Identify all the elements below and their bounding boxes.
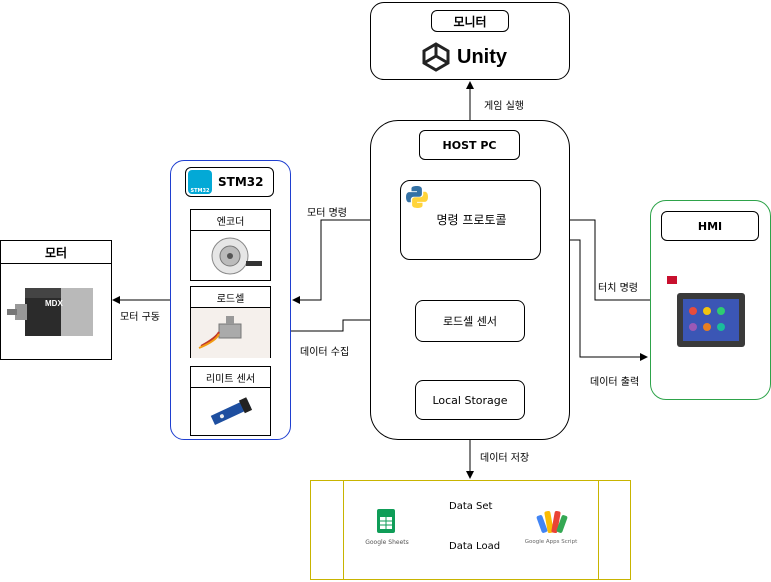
- monitor-node: 모니터 Unity: [370, 2, 570, 80]
- local-storage-node: Local Storage: [415, 380, 525, 420]
- label-game-run: 게임 실행: [484, 101, 524, 112]
- apps-script-icon: [536, 510, 568, 534]
- label-data-load: Data Load: [449, 541, 501, 552]
- label-motor-drive: 모터 구동: [120, 312, 160, 323]
- apps-script-logo: Google Apps Script: [521, 509, 581, 549]
- loadcell-node: 로드셀: [190, 286, 271, 358]
- unity-cube-icon: [422, 42, 450, 72]
- stm32-node: STM32 STM32 엔코더 로드셀 리미트 센서: [170, 160, 291, 440]
- host-pc-title: HOST PC: [419, 130, 520, 160]
- motor-node: 모터 MDX: [0, 240, 112, 360]
- label-data-collect: 데이터 수집: [300, 347, 350, 358]
- panel-right-divider: [598, 481, 599, 579]
- command-protocol-node: 명령 프로토콜: [400, 180, 541, 260]
- motor-title: 모터: [1, 241, 111, 264]
- motor-image: MDX: [7, 288, 93, 336]
- loadcell-sensor-node: 로드셀 센서: [415, 300, 525, 342]
- stm32-chip-icon: STM32: [188, 170, 212, 194]
- label-touch-command: 터치 명령: [598, 283, 638, 294]
- google-sheets-logo: Google Sheets: [361, 509, 413, 549]
- loadcell-image: [191, 308, 270, 358]
- label-data-set: Data Set: [449, 501, 493, 512]
- panel-left-divider: [343, 481, 344, 579]
- hmi-node: HMI: [650, 200, 771, 400]
- limit-sensor-label: 리미트 센서: [191, 367, 270, 388]
- google-sheets-label: Google Sheets: [365, 539, 409, 546]
- label-motor-command: 모터 명령: [307, 208, 347, 219]
- hmi-brand-badge: [667, 276, 677, 284]
- stm32-header: STM32 STM32: [185, 167, 274, 197]
- stm32-chip-text: STM32: [190, 188, 210, 194]
- encoder-node: 엔코더: [190, 209, 271, 281]
- google-sheets-icon: [377, 509, 395, 533]
- unity-logo: Unity: [421, 41, 521, 73]
- loadcell-label: 로드셀: [191, 287, 270, 308]
- label-data-save: 데이터 저장: [480, 453, 530, 464]
- apps-script-label: Google Apps Script: [524, 539, 578, 545]
- stm32-title: STM32: [218, 175, 264, 189]
- python-icon: [406, 186, 428, 208]
- hmi-touchscreen-image: [677, 293, 745, 347]
- encoder-label: 엔코더: [191, 210, 270, 231]
- unity-logo-text: Unity: [457, 45, 507, 68]
- hmi-title: HMI: [661, 211, 759, 241]
- monitor-title: 모니터: [431, 10, 509, 32]
- limit-sensor-image: [210, 397, 253, 425]
- encoder-image: [211, 237, 262, 275]
- limit-sensor-node: 리미트 센서: [190, 366, 271, 436]
- motor-brand-text: MDX: [45, 299, 63, 308]
- cloud-storage-panel: Google Sheets Google Apps Script Data Se…: [310, 480, 631, 580]
- command-protocol-label: 명령 프로토콜: [436, 212, 507, 227]
- motor-command-arrow: [292, 219, 400, 304]
- label-data-output: 데이터 출력: [590, 377, 640, 388]
